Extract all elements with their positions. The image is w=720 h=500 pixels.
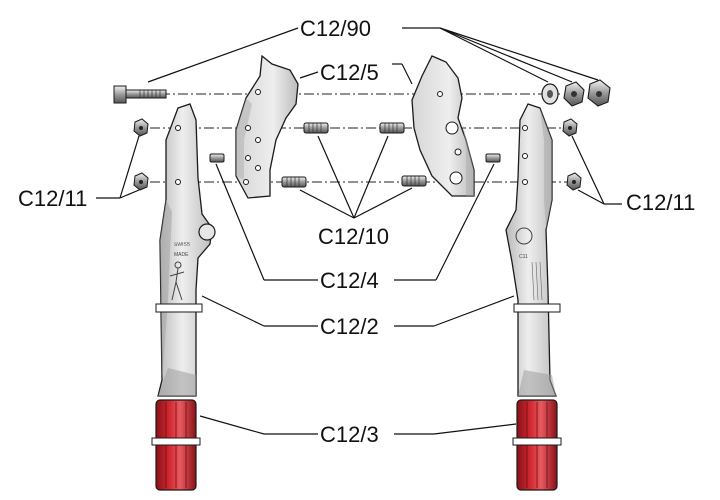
- right-blade-pivot-hole: [445, 121, 459, 135]
- label-c12-4: C12/4: [320, 268, 379, 293]
- small-nut-left-top: [133, 118, 149, 137]
- right-handle-engraving: C11: [519, 254, 528, 260]
- pin-left: [209, 153, 225, 163]
- right-handle: C11: [505, 103, 561, 397]
- left-handle-band: [155, 303, 203, 313]
- label-c12-3: C12/3: [320, 422, 379, 447]
- right-handle-band: [513, 303, 561, 313]
- long-bolt: [113, 85, 167, 104]
- left-handle-pivot-knob: [198, 223, 216, 241]
- right-grip-band: [512, 437, 562, 446]
- left-handle-engraving-1: SWISS: [174, 241, 191, 248]
- left-grip: [151, 399, 201, 491]
- left-handle-logo-figure: [169, 261, 185, 301]
- label-c12-11-left: C12/11: [18, 186, 87, 211]
- pin-right: [485, 153, 501, 163]
- right-handle-logo: [515, 227, 533, 245]
- leader-lines: [96, 27, 622, 435]
- screw-left-bottom: [281, 176, 307, 188]
- small-nut-right-bottom: [566, 172, 582, 191]
- right-grip: [512, 399, 562, 491]
- right-blade-lower-hole: [449, 171, 463, 185]
- left-handle-engraving-2: MADE: [174, 252, 189, 258]
- label-c12-11-right: C12/11: [626, 190, 695, 215]
- small-nut-right-top: [562, 118, 578, 137]
- screw-left-top: [303, 122, 329, 134]
- label-c12-90: C12/90: [300, 16, 371, 41]
- label-c12-2: C12/2: [320, 314, 379, 339]
- right-blade: [411, 55, 475, 197]
- screw-right-bottom: [401, 175, 427, 187]
- screw-right-top: [379, 122, 405, 134]
- small-nut-left-bottom: [133, 172, 149, 191]
- label-c12-5: C12/5: [320, 60, 379, 85]
- left-blade: [235, 54, 299, 199]
- nut-1: [563, 81, 585, 107]
- left-handle: SWISS MADE: [155, 103, 216, 397]
- nut-2: [587, 79, 611, 107]
- left-grip-band: [151, 437, 201, 446]
- washer: [541, 83, 559, 105]
- label-c12-10: C12/10: [318, 224, 389, 249]
